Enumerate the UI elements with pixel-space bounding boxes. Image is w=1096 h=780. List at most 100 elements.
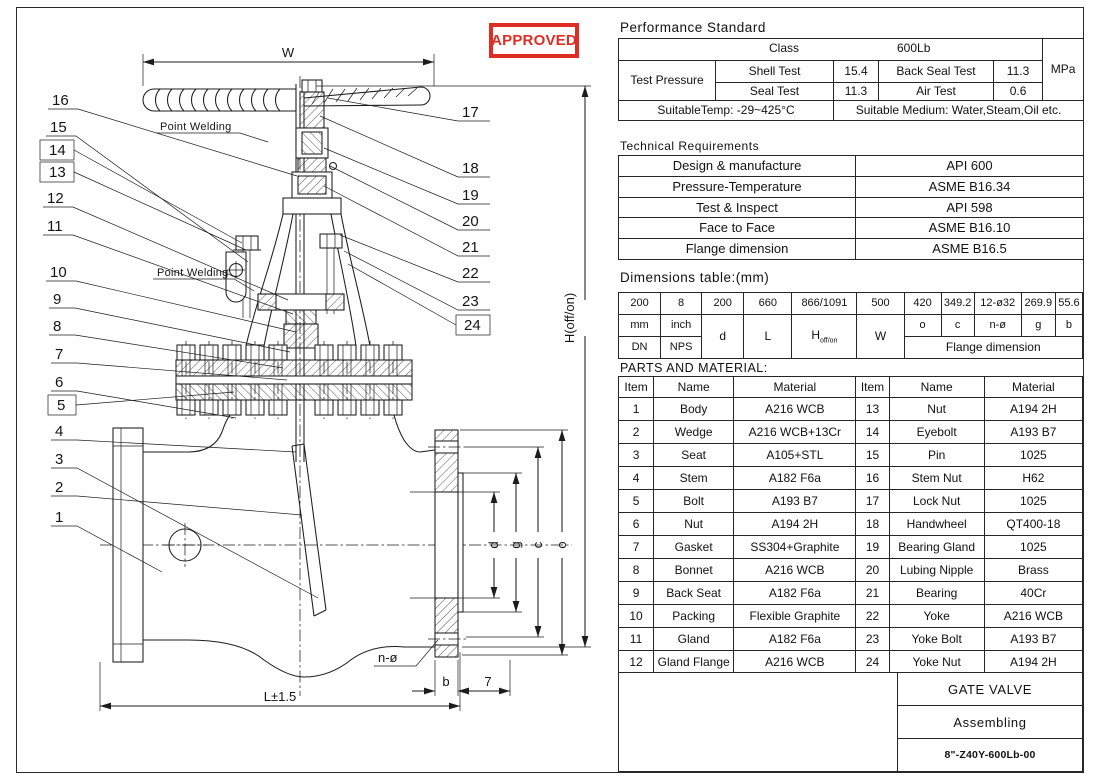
callout-2: 2 — [55, 479, 63, 496]
dimensions-table: 200 8 200 660 866/1091 500 420 349.2 12-… — [617, 292, 1084, 359]
dim-key-o: o — [903, 314, 942, 337]
callout-4: 4 — [55, 423, 63, 440]
dimension-lines: W H(off/on) o c g d L±1.5 b — [99, 45, 591, 711]
title-block-stage: Assembling — [897, 705, 1083, 739]
shell-test-label: Shell Test — [715, 60, 834, 83]
class-row: Class 600Lb — [617, 38, 1044, 61]
dim-unit-dn: DN — [617, 336, 662, 359]
dim-l-label: L±1.5 — [264, 689, 296, 704]
point-welding-label: Point Welding — [160, 121, 232, 133]
seal-test-value: 11.3 — [833, 82, 879, 101]
tech-val: ASME B16.10 — [855, 217, 1084, 239]
dim-key-w: W — [856, 314, 905, 359]
dim-key-d: d — [701, 314, 745, 359]
callout-7: 7 — [55, 346, 63, 363]
tech-val: ASME B16.5 — [855, 238, 1084, 260]
parts-header: Name — [653, 376, 735, 398]
dim-value: 12-ø32 — [973, 292, 1022, 315]
dim-c-label: c — [530, 541, 545, 548]
dim-value: 269.9 — [1020, 292, 1056, 315]
callout-17: 17 — [462, 104, 479, 121]
dim-unit-mm: mm — [617, 314, 662, 337]
yoke-nut-part — [319, 233, 343, 249]
title-block-product: GATE VALVE — [897, 672, 1083, 706]
dim-key-h: Hoff/on — [791, 314, 858, 359]
air-test-value: 0.6 — [992, 82, 1044, 101]
callout-1: 1 — [55, 509, 63, 526]
dim-h-label: H(off/on) — [562, 293, 577, 343]
title-block-code: 8"-Z40Y-600Lb-00 — [897, 738, 1083, 772]
parts-header: Item — [617, 376, 655, 398]
callout-10: 10 — [50, 264, 67, 281]
suitable-medium: Suitable Medium: Water,Steam,Oil etc. — [832, 100, 1085, 121]
dim-g-label: g — [508, 541, 523, 548]
dim-unit-inch: inch — [660, 314, 703, 337]
callouts-left: 16 15 14 13 12 11 10 9 8 7 6 5 4 3 2 1 — [39, 92, 319, 599]
dim-value: 866/1091 — [791, 292, 858, 315]
stage-name: Assembling — [953, 714, 1027, 730]
wedge — [291, 443, 327, 617]
dim-key-c: c — [940, 314, 975, 337]
callout-15: 15 — [50, 119, 67, 136]
callout-13: 13 — [49, 164, 66, 181]
suitable-temp: SuitableTemp: -29~425°C — [618, 100, 834, 121]
dim-n-phi-label: n-ø — [378, 650, 398, 665]
gland — [285, 309, 317, 325]
dim-value: 200 — [701, 292, 745, 315]
stem-assembly — [282, 79, 342, 462]
parts-title: PARTS AND MATERIAL: — [620, 361, 768, 375]
dim-7-label: 7 — [484, 674, 491, 689]
callout-3: 3 — [55, 451, 63, 468]
callout-19: 19 — [462, 187, 479, 204]
parts-header: Material — [733, 376, 857, 398]
callout-8: 8 — [53, 318, 61, 335]
shell-test-value: 15.4 — [833, 60, 879, 83]
unit-cell: MPa — [1042, 38, 1085, 101]
handwheel — [142, 86, 431, 112]
tech-val: API 598 — [855, 197, 1084, 218]
class-value: 600Lb — [897, 41, 931, 55]
yoke-cap — [282, 197, 342, 215]
dim-b-label: b — [442, 674, 449, 689]
dim-value: 660 — [743, 292, 793, 315]
tech-req: Design & manufacture — [618, 155, 856, 177]
callout-9: 9 — [53, 291, 61, 308]
callout-20: 20 — [462, 213, 479, 230]
approved-stamp-label: APPROVED — [491, 32, 577, 49]
callout-5: 5 — [57, 397, 65, 414]
packing — [283, 323, 319, 349]
approved-stamp: APPROVED — [489, 23, 579, 58]
callout-21: 21 — [462, 239, 479, 256]
class-label: Class — [769, 41, 800, 55]
yoke — [245, 213, 371, 347]
air-test-label: Air Test — [878, 82, 994, 101]
dim-value: 420 — [903, 292, 942, 315]
valve-body — [112, 414, 500, 678]
title-block-empty — [618, 672, 898, 772]
back-seal-test-label: Back Seal Test — [878, 60, 994, 83]
dim-value: 8 — [660, 292, 703, 315]
dim-key-g: g — [1020, 314, 1056, 337]
dim-w-label: W — [282, 45, 295, 60]
drawing-code: 8"-Z40Y-600Lb-00 — [944, 749, 1036, 761]
dim-d-label: d — [486, 541, 501, 548]
callout-16: 16 — [52, 92, 69, 109]
left-flange — [112, 427, 144, 663]
performance-table: Class 600Lb MPa Test Pressure Shell Test… — [617, 38, 1085, 121]
tech-val: ASME B16.34 — [855, 176, 1084, 198]
back-seal-test-value: 11.3 — [992, 60, 1044, 83]
parts-header: Name — [888, 376, 985, 398]
eyebolt-nut — [235, 235, 259, 251]
bonnet-flange — [175, 340, 413, 420]
gate-valve-drawing: W H(off/on) o c g d L±1.5 b — [39, 45, 591, 711]
